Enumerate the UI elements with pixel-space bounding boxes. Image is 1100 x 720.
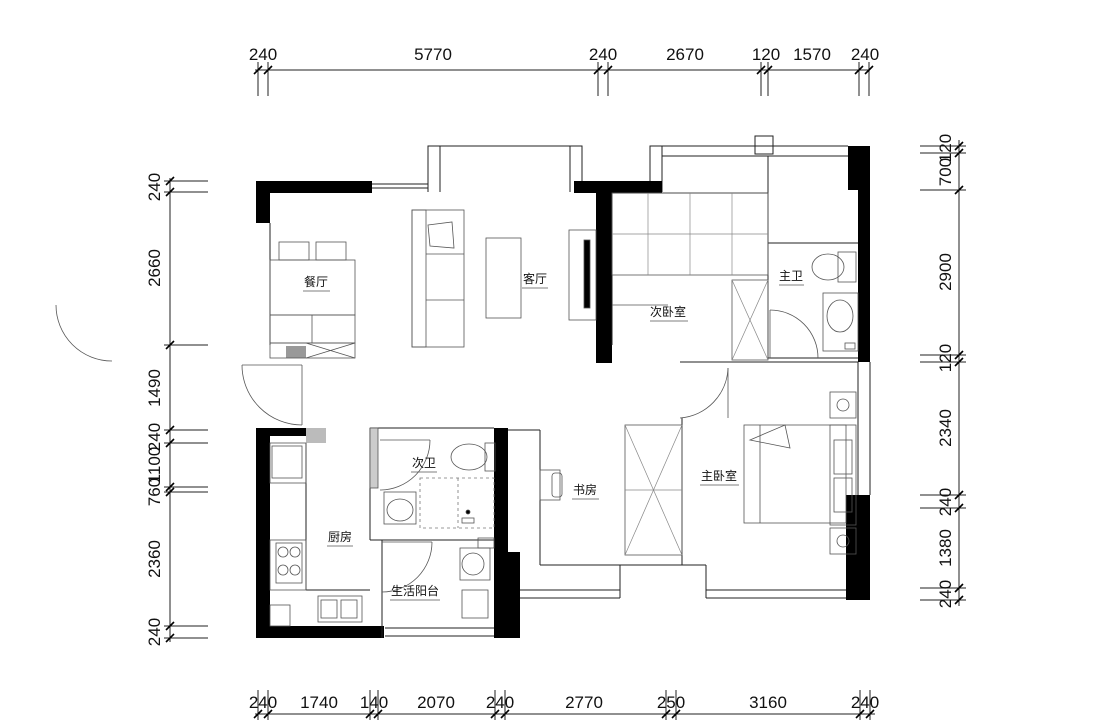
kitchen-fixtures <box>269 442 363 627</box>
dim-right-4: 2340 <box>936 409 955 447</box>
dim-left-3: 240 <box>145 423 164 451</box>
dim-left-2: 1490 <box>145 369 164 407</box>
master-bedroom-furniture <box>624 391 857 556</box>
secondary-bath-fixtures <box>369 427 496 529</box>
dim-left-4: 1100 <box>145 447 164 484</box>
study-furniture <box>539 469 563 501</box>
label-master-bath: 主卫 <box>779 269 803 283</box>
dim-bottom-7: 3160 <box>749 693 787 712</box>
dim-bottom-8: 240 <box>851 693 879 712</box>
dim-right-0: 120 <box>936 134 955 162</box>
dim-left-1: 2660 <box>145 249 164 287</box>
label-master-bedroom: 主卧室 <box>701 468 737 483</box>
dim-top-5: 1570 <box>793 45 831 64</box>
dim-right-7: 240 <box>936 580 955 608</box>
interior-lines <box>269 156 858 638</box>
dim-bottom-3: 2070 <box>417 693 455 712</box>
dim-right-1: 700 <box>936 158 955 186</box>
dim-top-1: 5770 <box>414 45 452 64</box>
living-furniture <box>411 209 597 348</box>
dim-top-3: 2670 <box>666 45 704 64</box>
label-living: 客厅 <box>523 271 547 286</box>
label-utility-balcony: 生活阳台 <box>391 583 439 598</box>
windows <box>372 135 871 637</box>
dim-top-6: 240 <box>851 45 879 64</box>
label-kitchen: 厨房 <box>328 529 352 544</box>
dim-bottom-1: 1740 <box>300 693 338 712</box>
label-dining: 餐厅 <box>304 274 328 289</box>
dim-bottom-6: 250 <box>657 693 685 712</box>
dim-right-5: 240 <box>936 488 955 516</box>
dim-bottom-2: 140 <box>360 693 388 712</box>
dim-bottom-4: 240 <box>486 693 514 712</box>
dining-furniture <box>269 241 356 359</box>
top-dimension-chain: 240 5770 240 2670 120 1570 240 <box>249 45 879 96</box>
dim-bottom-5: 2770 <box>565 693 603 712</box>
doors <box>55 304 819 593</box>
label-secondary-bath: 次卫 <box>412 456 436 470</box>
room-labels: 餐厅 客厅 次卧室 主卫 次卫 书房 主卧室 厨房 生活阳台 <box>303 269 804 601</box>
dim-top-0: 240 <box>249 45 277 64</box>
dim-left-6: 2360 <box>145 540 164 578</box>
dim-right-3: 120 <box>936 344 955 372</box>
bottom-dimension-chain: 240 1740 140 2070 240 2770 250 3160 240 <box>249 690 879 720</box>
dim-left-5: 760 <box>145 478 164 506</box>
left-dimension-chain: 240 2660 1490 240 1100 760 2360 240 <box>145 173 208 646</box>
dim-right-6: 1380 <box>936 529 955 567</box>
balcony-fixtures <box>459 537 495 619</box>
dim-left-0: 240 <box>145 173 164 201</box>
label-second-bedroom: 次卧室 <box>650 304 686 319</box>
dim-left-7: 240 <box>145 618 164 646</box>
walls <box>256 146 870 638</box>
dim-top-4: 120 <box>752 45 780 64</box>
right-dimension-chain: 120 700 2900 120 2340 240 1380 240 <box>920 134 966 608</box>
dim-right-2: 2900 <box>936 253 955 291</box>
master-bath-fixtures <box>811 251 859 352</box>
dim-bottom-0: 240 <box>249 693 277 712</box>
dim-top-2: 240 <box>589 45 617 64</box>
second-bedroom-wardrobe <box>611 192 769 361</box>
label-study: 书房 <box>573 482 597 497</box>
